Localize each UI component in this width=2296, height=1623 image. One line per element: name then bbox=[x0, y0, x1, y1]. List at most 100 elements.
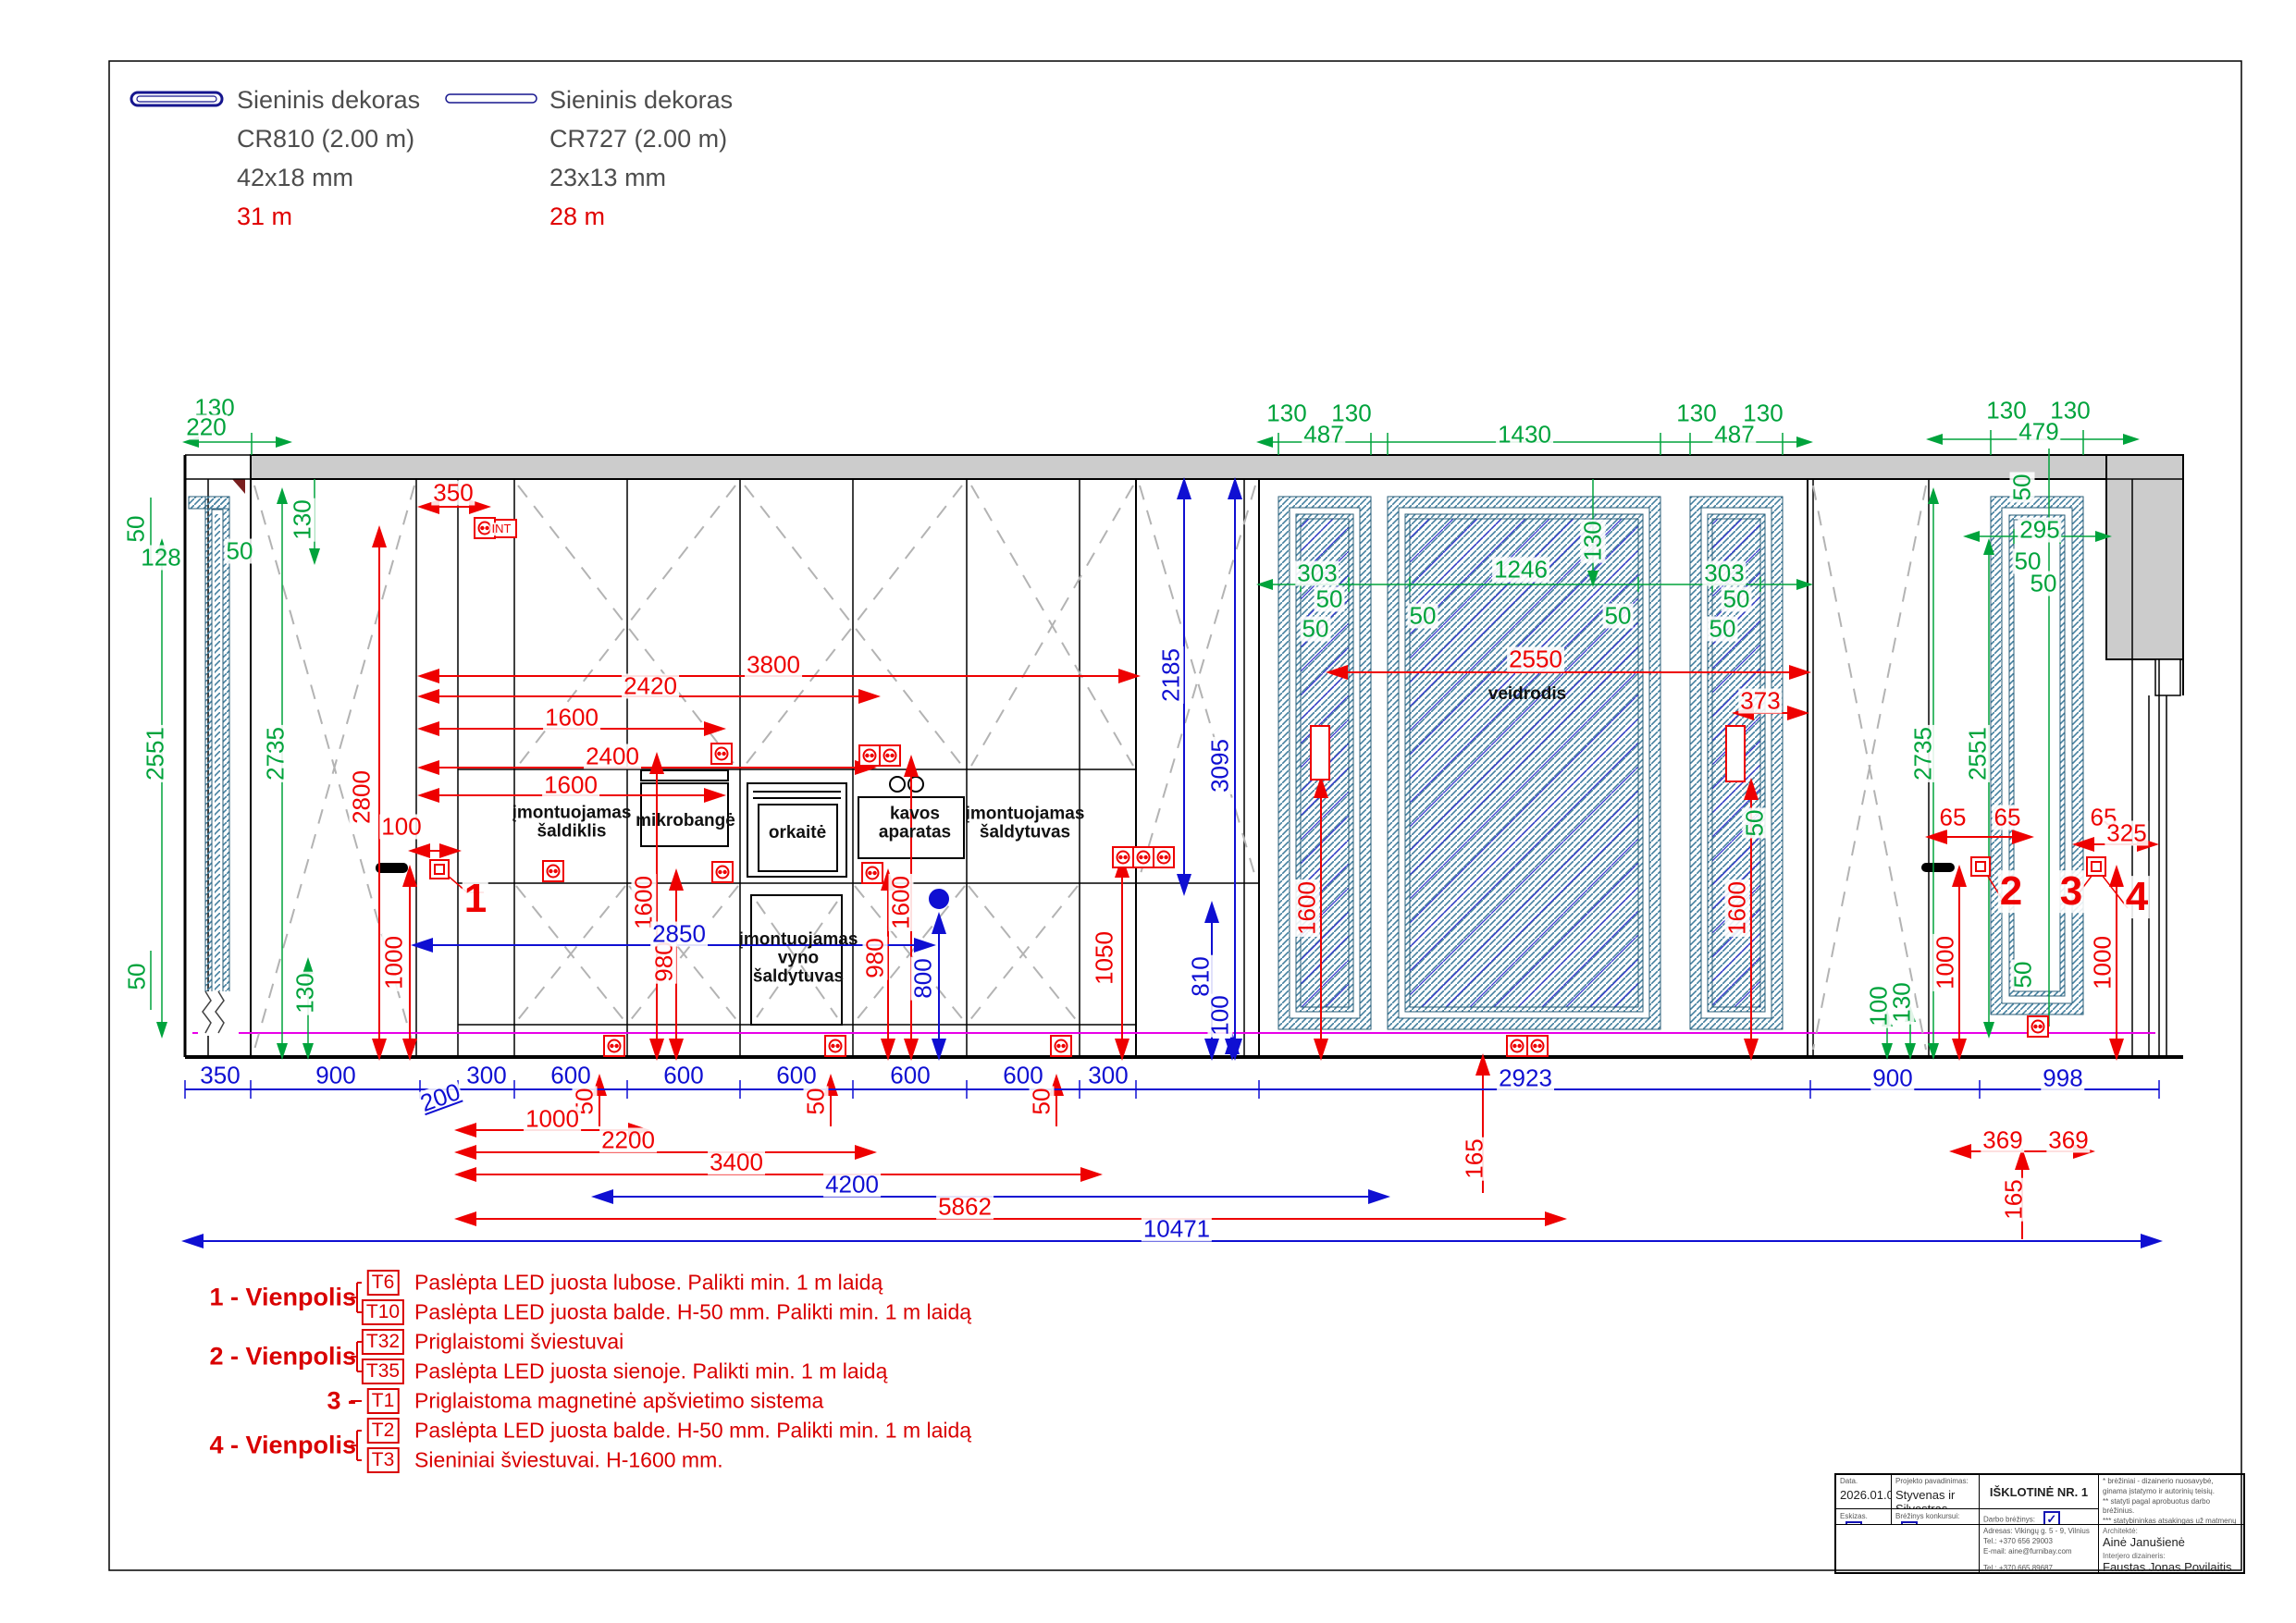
light-point bbox=[929, 889, 949, 909]
legend-cr810: Sieninis dekoras CR810 (2.00 m) 42x18 mm… bbox=[237, 81, 420, 236]
decor-length: 28 m bbox=[549, 202, 606, 230]
dim-label: 50 bbox=[1721, 584, 1752, 613]
dim-label: 2200 bbox=[599, 1125, 657, 1154]
dim-label: 1000 bbox=[2088, 934, 2117, 991]
wall-moulding-left bbox=[188, 496, 239, 1036]
dim-label: 50 bbox=[1300, 614, 1331, 643]
wall-lines bbox=[183, 454, 2184, 1059]
date-label: Data. bbox=[1840, 1477, 1858, 1485]
circuit-tag: T1 bbox=[366, 1388, 400, 1414]
designer-name: Faustas Jonas Povilaitis bbox=[2103, 1560, 2232, 1572]
circuit-tag: T32 bbox=[361, 1329, 405, 1355]
dim-label: 373 bbox=[1738, 686, 1783, 715]
dim-label: 810 bbox=[1186, 954, 1215, 999]
working-drawing-checkbox[interactable]: ✓ bbox=[2043, 1511, 2060, 1524]
legend-brackets bbox=[351, 1282, 362, 1461]
column-block bbox=[2105, 454, 2184, 660]
dim-label: 130 bbox=[1265, 399, 1309, 427]
dim-label: 50 bbox=[224, 536, 255, 565]
dim-label: 2 bbox=[1997, 868, 2025, 915]
dim-label: veidrodis bbox=[1487, 684, 1567, 705]
dim-label: 50 bbox=[1707, 614, 1738, 643]
dim-label: 1050 bbox=[1090, 929, 1118, 987]
dim-label: įmontuojamas šaldytuvas bbox=[965, 804, 1085, 842]
dim-label: 1000 bbox=[379, 934, 408, 991]
dim-label: 50 bbox=[121, 513, 150, 545]
dim-label: 369 bbox=[2046, 1125, 2091, 1154]
dim-label: 2550 bbox=[1507, 645, 1564, 673]
door-handle bbox=[376, 863, 408, 873]
project-name: Styvenas ir Silvestras bbox=[1895, 1488, 1956, 1509]
wall-box bbox=[1725, 725, 1746, 782]
dim-label: 128 bbox=[139, 543, 183, 572]
dim-label: 900 bbox=[1870, 1064, 1915, 1092]
legend-cr727: Sieninis dekoras CR727 (2.00 m) 23x13 mm… bbox=[549, 81, 733, 236]
dim-label: 130 bbox=[1674, 399, 1719, 427]
decor-title: Sieninis dekoras bbox=[549, 86, 734, 114]
dim-label: 3095 bbox=[1205, 737, 1234, 794]
dim-label: 165 bbox=[1999, 1177, 2028, 1222]
dim-label: 2420 bbox=[622, 671, 679, 700]
dim-label: 600 bbox=[1001, 1061, 1045, 1089]
dim-label: 65 bbox=[1992, 803, 2023, 831]
dim-label: 303 bbox=[1295, 559, 1339, 587]
dim-label: 3 bbox=[2057, 868, 2085, 915]
dim-label: 100 bbox=[1205, 993, 1234, 1038]
dim-label: 487 bbox=[1302, 420, 1346, 449]
dim-label: 5862 bbox=[936, 1192, 994, 1221]
dim-label: 2923 bbox=[1497, 1064, 1554, 1092]
dim-label: 50 bbox=[1740, 807, 1769, 839]
dim-label: 130 bbox=[1578, 519, 1607, 563]
decor-cr727-icon bbox=[445, 93, 537, 104]
corner-detail bbox=[232, 479, 245, 494]
dim-label: 50 bbox=[1027, 1086, 1055, 1117]
dim-label: 130 bbox=[288, 498, 316, 542]
contest-checkbox[interactable] bbox=[1901, 1521, 1918, 1524]
sheet-border bbox=[108, 60, 2242, 1571]
dim-label: 10471 bbox=[1141, 1214, 1213, 1243]
decor-title: Sieninis dekoras bbox=[237, 86, 421, 114]
circuit-description: Paslėpta LED juosta lubose. Palikti min.… bbox=[414, 1270, 883, 1295]
sheet-title: IŠKLOTINĖ NR. 1 bbox=[1989, 1485, 2089, 1499]
dim-label: 50 bbox=[2028, 569, 2059, 597]
circuit-tag: T6 bbox=[366, 1270, 400, 1296]
dim-label: 1600 bbox=[1722, 879, 1751, 937]
dim-label: 100 bbox=[379, 812, 424, 841]
dim-label: 1 bbox=[462, 876, 489, 922]
sketch-checkbox[interactable] bbox=[1845, 1521, 1862, 1524]
designer-label: Interjero dizaineris: bbox=[2103, 1552, 2166, 1560]
circuit-description: Priglaistoma magnetinė apšvietimo sistem… bbox=[414, 1388, 824, 1413]
dim-label: 1000 bbox=[1931, 934, 1959, 991]
decor-cr810-icon bbox=[130, 91, 224, 107]
dim-label: kavos aparatas bbox=[878, 804, 952, 842]
dim-label: 50 bbox=[122, 961, 151, 992]
title-block: Data. 2026.01.06 Projekto pavadinimas: S… bbox=[1834, 1473, 2245, 1574]
dim-label: 130 bbox=[1329, 399, 1374, 427]
dim-label: 50 bbox=[1314, 584, 1345, 613]
working-drawing-label: Darbo brėžinys: bbox=[1983, 1515, 2036, 1524]
circuit-group-label: 2 - Vienpolis bbox=[209, 1342, 356, 1371]
decor-code: CR810 (2.00 m) bbox=[237, 124, 415, 153]
dim-label: 350 bbox=[198, 1061, 242, 1089]
dim-label: 220 bbox=[184, 412, 228, 441]
dim-label: 3400 bbox=[708, 1148, 765, 1176]
architect-label: Architektė: bbox=[2103, 1527, 2138, 1535]
dim-label: 600 bbox=[661, 1061, 706, 1089]
dim-label: 1600 bbox=[1292, 879, 1321, 937]
dim-label: 2551 bbox=[1963, 725, 1992, 782]
wall-box bbox=[1310, 725, 1330, 781]
architect-name: Ainė Janušienė bbox=[2103, 1535, 2185, 1549]
green-dims bbox=[150, 430, 2140, 1060]
dim-label: 65 bbox=[1937, 803, 1969, 831]
date-value: 2026.01.06 bbox=[1840, 1488, 1891, 1502]
dim-label: 900 bbox=[314, 1061, 358, 1089]
decor-length: 31 m bbox=[237, 202, 293, 230]
dim-label: 50 bbox=[801, 1086, 830, 1117]
dim-label: 1246 bbox=[1492, 555, 1549, 584]
dim-label: 600 bbox=[774, 1061, 819, 1089]
dim-label: įmontuojamas vyno šaldytuvas bbox=[738, 929, 858, 986]
dim-label: 130 bbox=[1984, 396, 2029, 424]
dim-label: 1430 bbox=[1496, 420, 1553, 449]
